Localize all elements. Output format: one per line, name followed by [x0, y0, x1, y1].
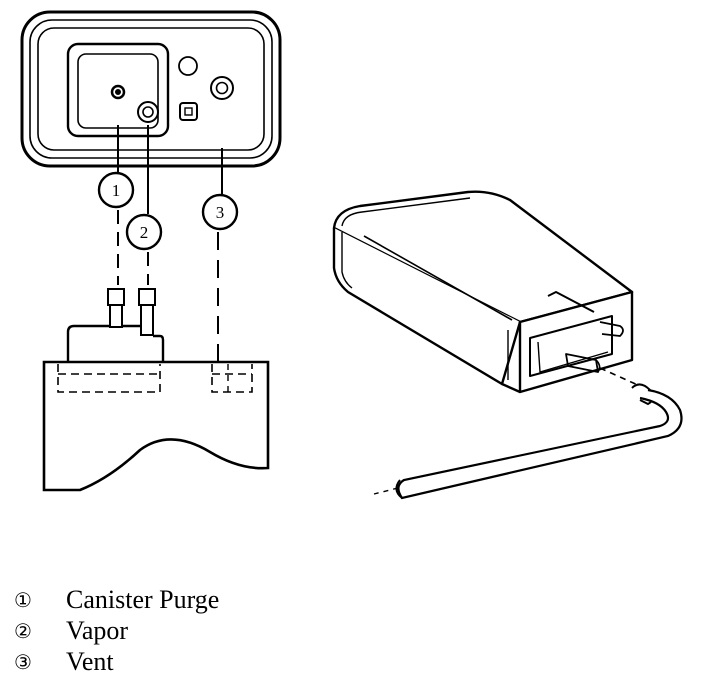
- legend-label: Vapor: [66, 615, 129, 645]
- legend-marker: ②: [14, 618, 32, 643]
- vapor-hose: [373, 367, 683, 500]
- callout-1-label: 1: [112, 181, 121, 200]
- callout-3-label: 3: [216, 203, 225, 222]
- legend-item-canister-purge: ① Canister Purge: [14, 584, 414, 615]
- legend-item-vent: ③ Vent: [14, 646, 414, 677]
- canister-connector-face: [20, 10, 282, 168]
- legend-marker: ③: [14, 649, 32, 674]
- legend-label: Vent: [66, 646, 114, 676]
- callout-3: 3: [201, 193, 239, 231]
- mating-component: [42, 288, 270, 492]
- legend-marker: ①: [14, 587, 32, 612]
- legend-item-vapor: ② Vapor: [14, 615, 414, 646]
- connector-port-holes: [110, 56, 234, 123]
- callout-2: 2: [125, 213, 163, 251]
- callout-2-label: 2: [140, 223, 149, 242]
- callout-1: 1: [97, 171, 135, 209]
- callout-leader-lines: [117, 125, 223, 365]
- evap-canister: [332, 190, 634, 394]
- legend-label: Canister Purge: [66, 584, 220, 614]
- evap-canister-diagram: 1 2 3: [20, 10, 683, 500]
- legend: ① Canister Purge ② Vapor ③ Vent: [14, 584, 414, 677]
